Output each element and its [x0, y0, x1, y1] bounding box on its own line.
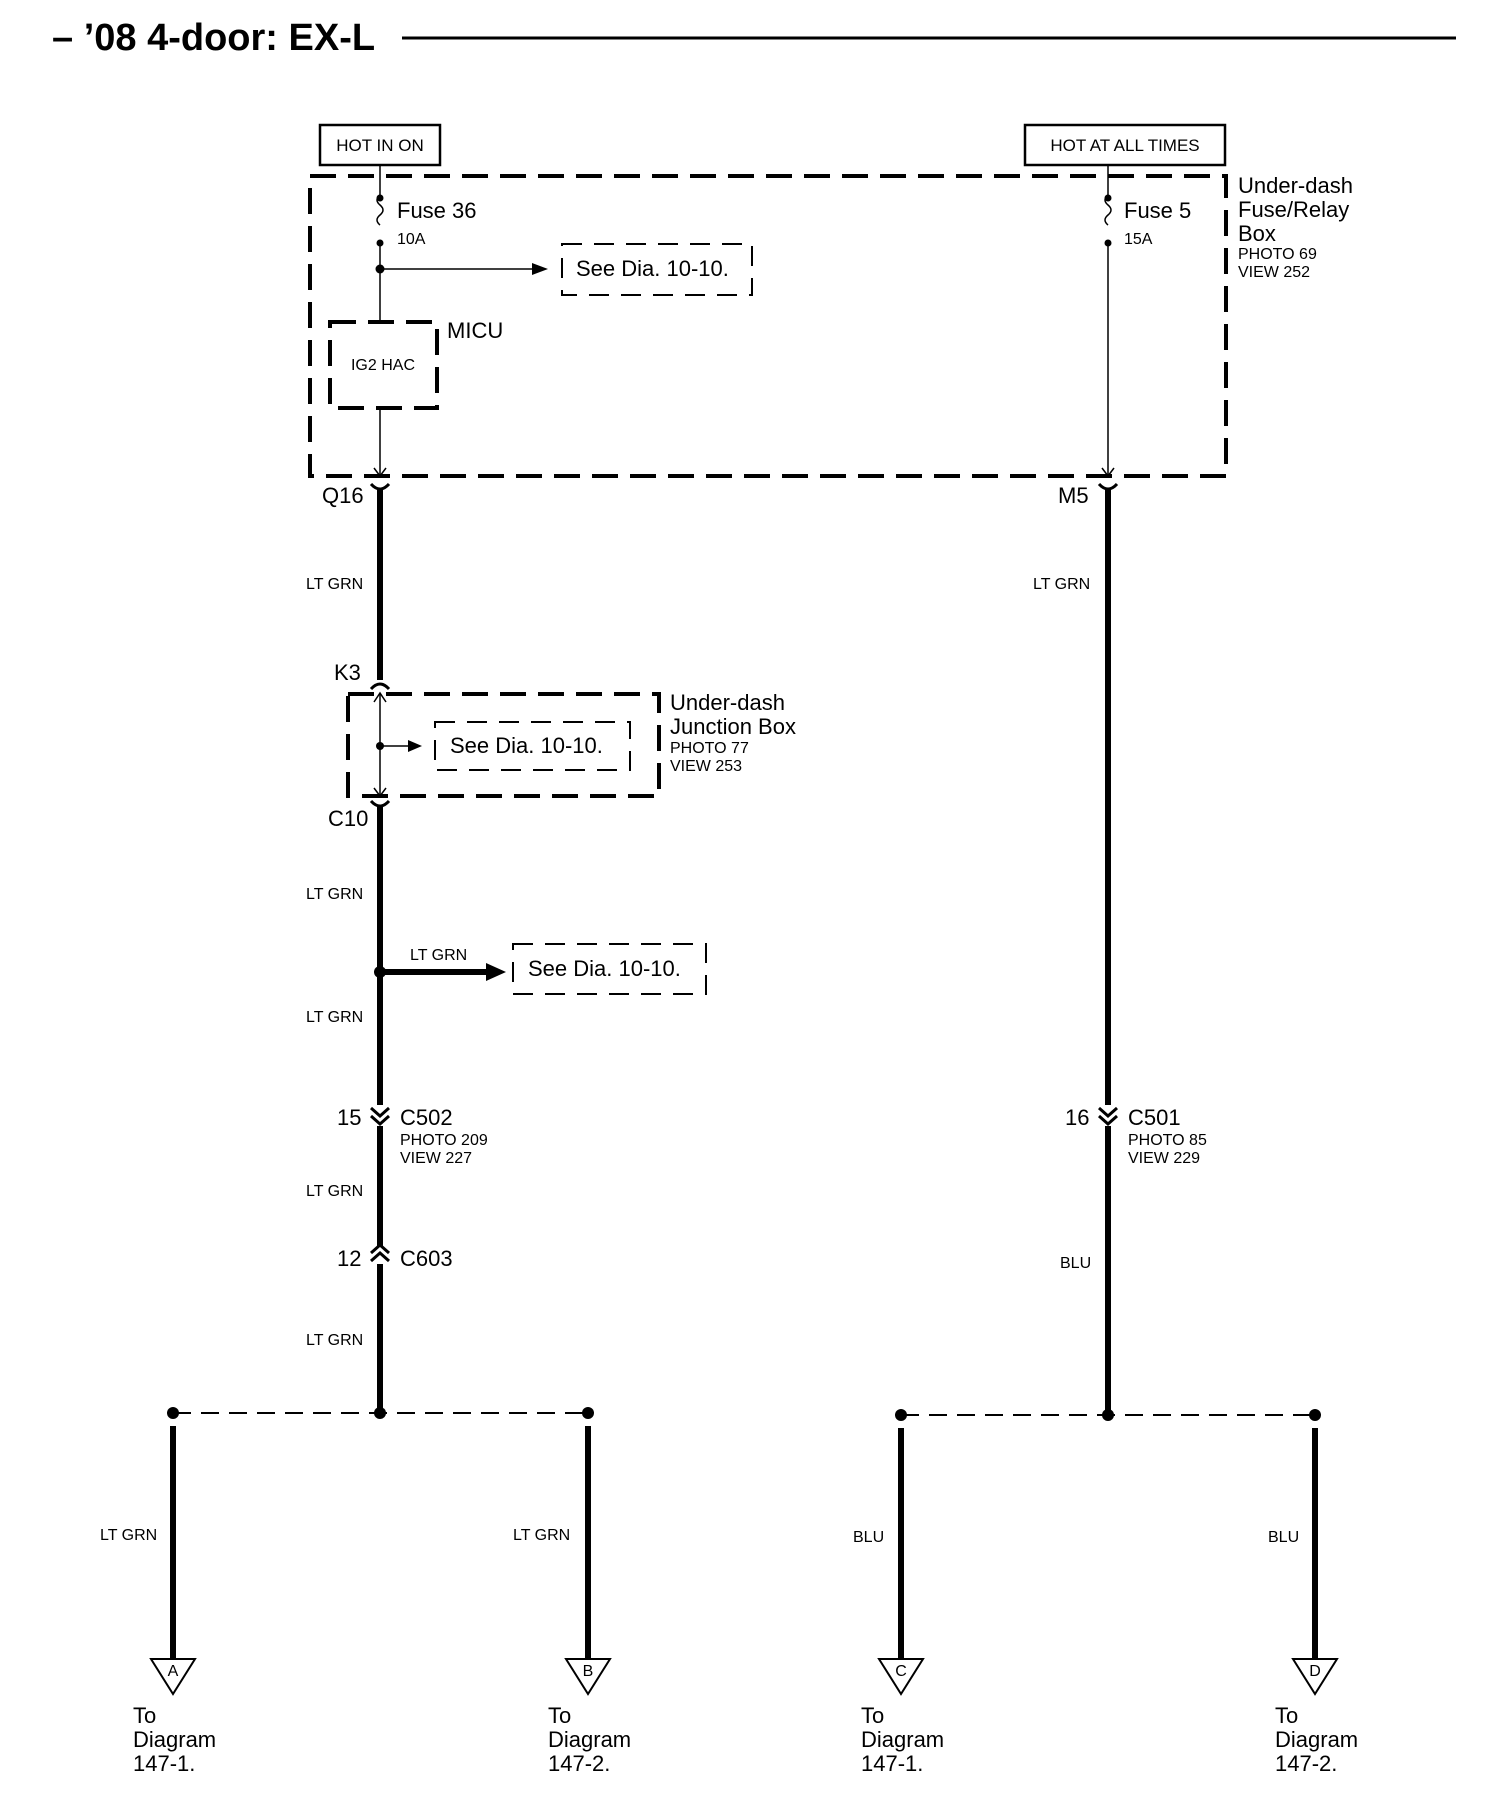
see-dia-1-label: See Dia. 10-10.	[576, 256, 729, 281]
output-c-line3: 147-1.	[861, 1751, 923, 1776]
hot-at-all-times-label: HOT AT ALL TIMES	[1050, 136, 1199, 155]
see-dia-3-label: See Dia. 10-10.	[528, 956, 681, 981]
q16-arrow	[373, 467, 387, 478]
wire-label-blu-d: BLU	[1268, 1529, 1299, 1546]
c603-connector	[370, 1242, 390, 1263]
output-letter-b: B	[583, 1663, 594, 1680]
output-d-line3: 147-2.	[1275, 1751, 1337, 1776]
output-c-line1: To	[861, 1703, 884, 1728]
output-b-line1: To	[548, 1703, 571, 1728]
wire-label-lt-grn-branch: LT GRN	[410, 947, 467, 964]
k3-label: K3	[334, 660, 361, 685]
output-d-line1: To	[1275, 1703, 1298, 1728]
fuse-relay-box-name-2: Fuse/Relay	[1238, 197, 1349, 222]
left-bus-dot-b	[582, 1407, 594, 1419]
micu-inner-label: IG2 HAC	[351, 357, 415, 374]
left-bus-dot-center	[374, 1407, 386, 1419]
output-a-line2: Diagram	[133, 1727, 216, 1752]
junction-box-view: VIEW 253	[670, 758, 742, 775]
m5-arrow	[1101, 467, 1115, 478]
output-letter-d: D	[1309, 1663, 1321, 1680]
wire-label-lt-grn-4: LT GRN	[306, 1183, 363, 1200]
c502-pin: 15	[337, 1105, 361, 1130]
output-letter-c: C	[895, 1663, 907, 1680]
c10-label: C10	[328, 806, 368, 831]
hot-in-on-label: HOT IN ON	[336, 136, 424, 155]
fuse-5-rating: 15A	[1124, 231, 1153, 248]
left-bus-dot-a	[167, 1407, 179, 1419]
micu-box	[328, 320, 439, 410]
page-title: – ’08 4-door: EX-L	[52, 17, 375, 59]
micu-label: MICU	[447, 318, 503, 343]
c502-connector	[370, 1106, 390, 1127]
wire-label-lt-grn-right: LT GRN	[1033, 576, 1090, 593]
output-letter-a: A	[168, 1663, 179, 1680]
c10-connector	[369, 799, 391, 808]
fuse-relay-box-photo: PHOTO 69	[1238, 246, 1317, 263]
output-triangle-d	[1291, 1658, 1339, 1696]
right-bus-dot-d	[1309, 1409, 1321, 1421]
fuse-5-name: Fuse 5	[1124, 198, 1191, 223]
fuse-relay-box-outline	[308, 174, 1228, 478]
output-a-line1: To	[133, 1703, 156, 1728]
c501-pin: 16	[1065, 1105, 1089, 1130]
wire-label-blu-1: BLU	[1060, 1255, 1091, 1272]
wire-label-lt-grn-1: LT GRN	[306, 576, 363, 593]
q16-label: Q16	[322, 483, 364, 508]
fuse-relay-box-name-1: Under-dash	[1238, 173, 1353, 198]
right-bus-dot-c	[895, 1409, 907, 1421]
junction-box-outline	[346, 692, 661, 798]
output-c-line2: Diagram	[861, 1727, 944, 1752]
see-dia-box-3	[512, 943, 707, 995]
fuse-relay-box-name-3: Box	[1238, 221, 1276, 246]
fuse-5-symbol	[1104, 194, 1112, 226]
c603-name: C603	[400, 1246, 453, 1271]
see-dia-box-2	[434, 721, 631, 771]
m5-label: M5	[1058, 483, 1089, 508]
wire-label-lt-grn-b: LT GRN	[513, 1527, 570, 1544]
wire-label-lt-grn-5: LT GRN	[306, 1332, 363, 1349]
fuse-36-name: Fuse 36	[397, 198, 477, 223]
wire-label-lt-grn-3: LT GRN	[306, 1009, 363, 1026]
fuse-36-top-dot	[376, 194, 384, 202]
right-bus-dot-center	[1102, 1409, 1114, 1421]
c502-view: VIEW 227	[400, 1150, 472, 1167]
fuse-36-rating: 10A	[397, 231, 426, 248]
wire-label-blu-c: BLU	[853, 1529, 884, 1546]
arrow-to-see-dia-1	[532, 263, 548, 275]
output-b-line2: Diagram	[548, 1727, 631, 1752]
output-b-line3: 147-2.	[548, 1751, 610, 1776]
fuse-relay-box-view: VIEW 252	[1238, 264, 1310, 281]
c502-photo: PHOTO 209	[400, 1132, 488, 1149]
m5-connector	[1097, 482, 1119, 491]
c501-name: C501	[1128, 1105, 1181, 1130]
output-triangle-b	[564, 1658, 612, 1696]
wire-label-lt-grn-a: LT GRN	[100, 1527, 157, 1544]
junction-box-name-1: Under-dash	[670, 690, 785, 715]
wire-label-lt-grn-2: LT GRN	[306, 886, 363, 903]
c10-inner-arrow	[373, 787, 387, 798]
fuse-5-top-dot	[1104, 194, 1112, 202]
junction-box-name-2: Junction Box	[670, 714, 796, 739]
c501-connector	[1098, 1106, 1118, 1127]
output-triangle-a	[149, 1658, 197, 1696]
k3-inner-arrow	[373, 691, 387, 703]
output-d-line2: Diagram	[1275, 1727, 1358, 1752]
c502-name: C502	[400, 1105, 453, 1130]
hot-at-all-times-box	[1023, 123, 1227, 167]
q16-connector	[369, 482, 391, 491]
arrow-to-see-dia-2	[408, 740, 422, 752]
c603-pin: 12	[337, 1246, 361, 1271]
output-a-line3: 147-1.	[133, 1751, 195, 1776]
c501-photo: PHOTO 85	[1128, 1132, 1207, 1149]
c501-view: VIEW 229	[1128, 1150, 1200, 1167]
k3-connector	[369, 682, 391, 691]
see-dia-2-label: See Dia. 10-10.	[450, 733, 603, 758]
output-triangle-c	[877, 1658, 925, 1696]
see-dia-box-1	[561, 243, 753, 296]
arrow-to-see-dia-3	[486, 963, 506, 981]
fuse-36-symbol	[376, 194, 384, 226]
junction-box-photo: PHOTO 77	[670, 740, 749, 757]
